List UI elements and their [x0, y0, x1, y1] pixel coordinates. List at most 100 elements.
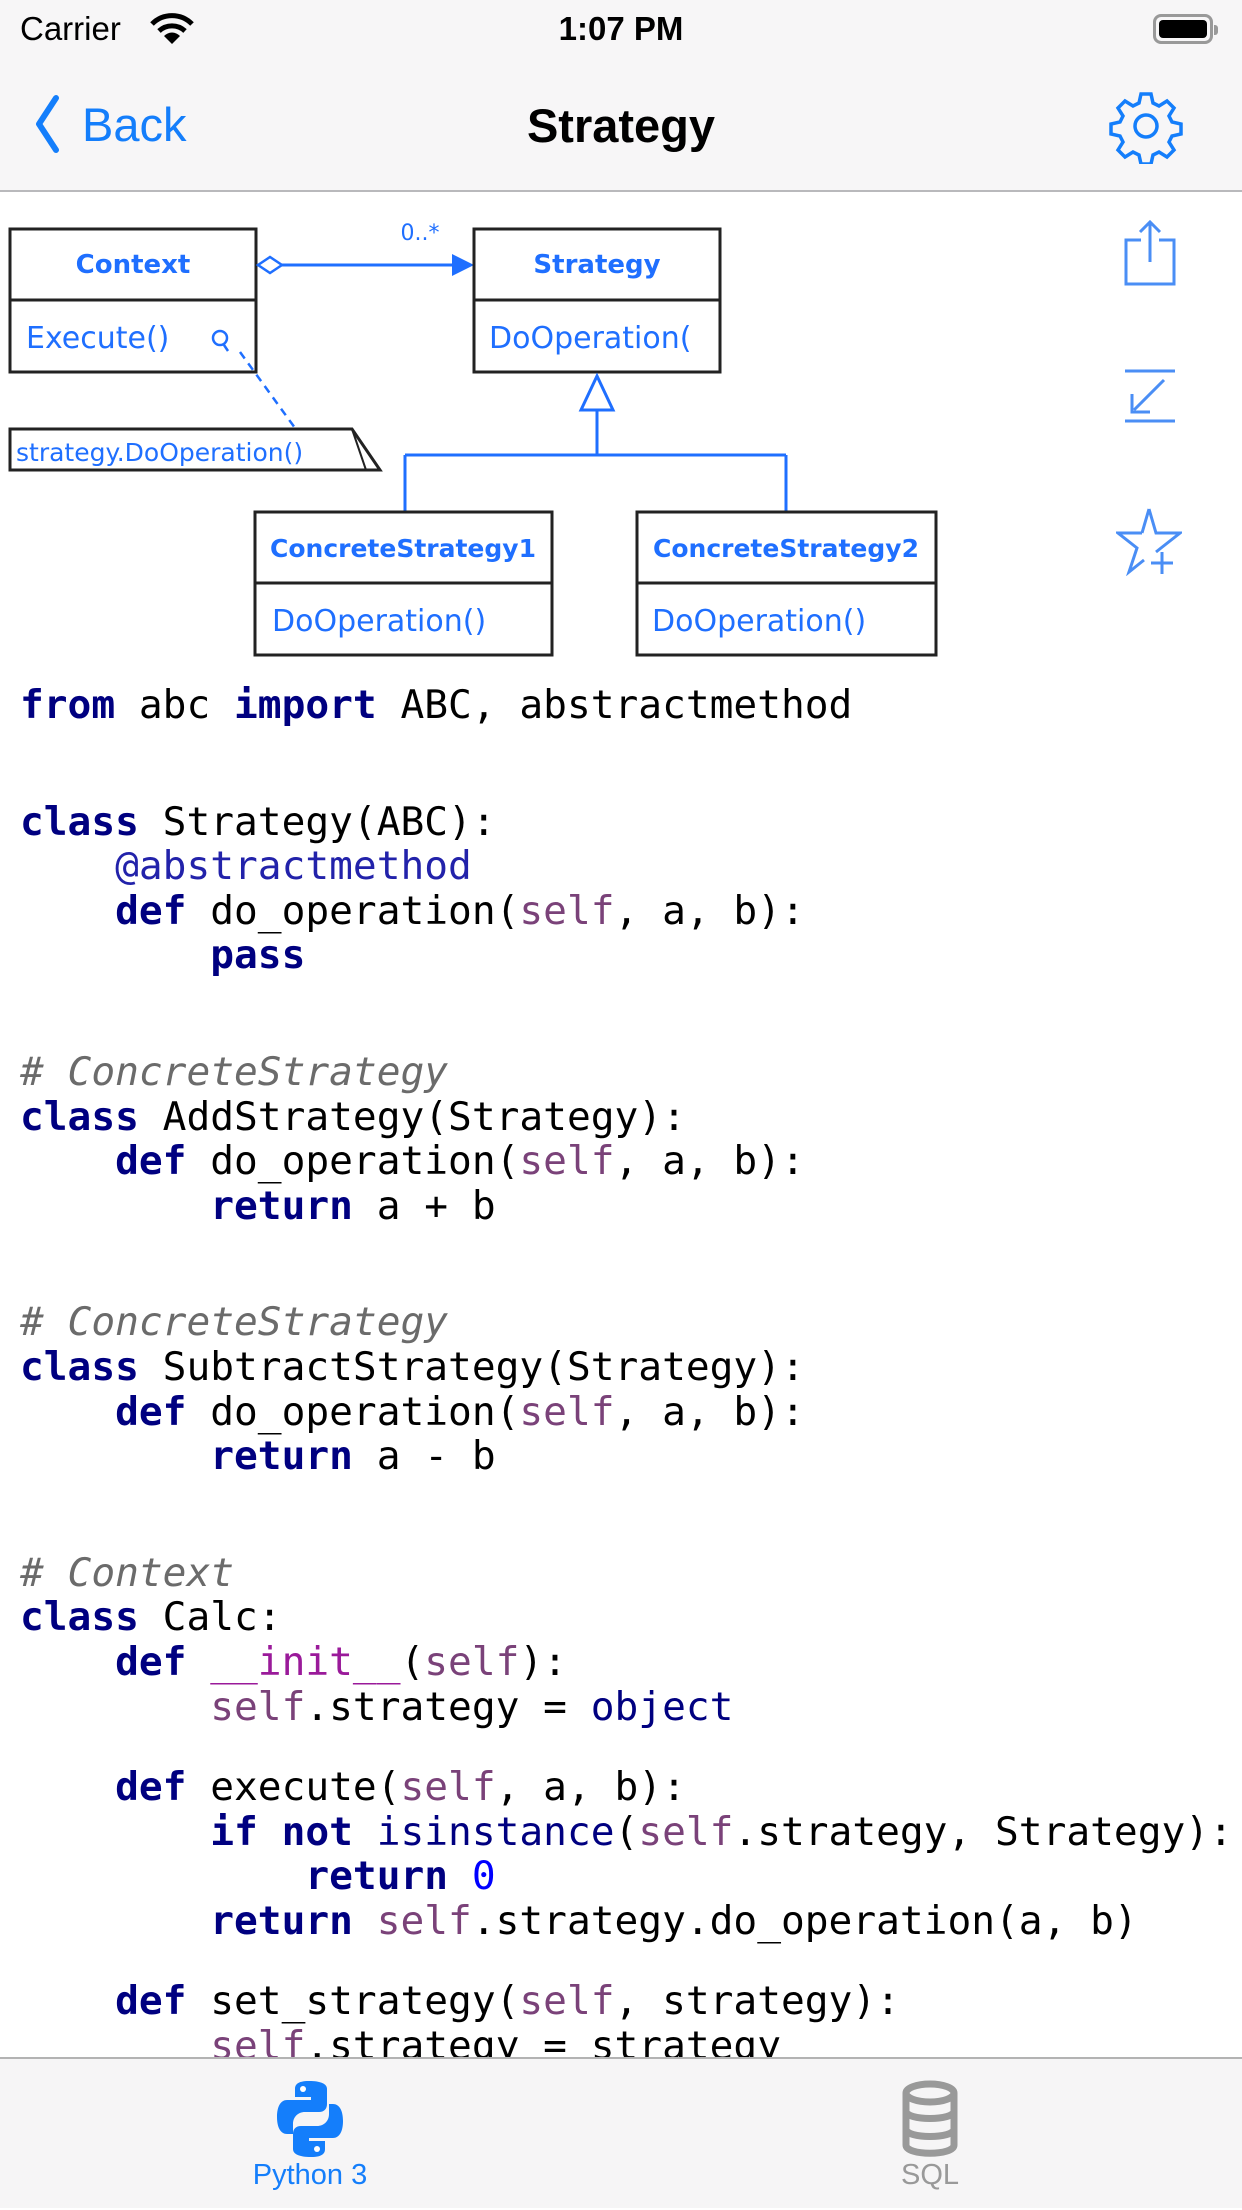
code-token: import — [234, 682, 377, 728]
blank-line — [20, 1014, 1233, 1050]
concrete-strategy-1-class: ConcreteStrategy1 DoOperation() — [253, 510, 554, 657]
code-token: 0 — [471, 1853, 496, 1900]
blank-line — [20, 1515, 1233, 1551]
blank-line — [20, 1228, 1233, 1264]
blank-line — [20, 728, 1233, 764]
code-token — [20, 1978, 115, 2024]
code-token — [353, 1898, 377, 1944]
code-token: abc — [115, 682, 235, 728]
multiplicity-label: 0..* — [401, 221, 440, 246]
tab-bar: Python 3 SQL — [0, 2057, 1242, 2208]
code-token: def — [115, 887, 187, 934]
code-line: from abc import ABC, abstractmethod — [20, 683, 1233, 728]
code-token: __init__ — [210, 1638, 401, 1685]
code-token: do_operation( — [186, 887, 520, 934]
code-token: Calc: — [138, 1594, 282, 1641]
strategy-method: DoOperation( — [489, 321, 691, 356]
code-token: self — [519, 1138, 615, 1185]
code-token: SubtractStrategy(Strategy): — [138, 1343, 805, 1390]
back-label: Back — [82, 97, 187, 151]
status-bar: Carrier 1:07 PM — [0, 0, 1242, 60]
tab-sql[interactable]: SQL — [780, 2059, 1080, 2210]
battery-icon — [1153, 14, 1218, 44]
blank-line — [20, 1943, 1233, 1979]
code-line: class AddStrategy(Strategy): — [20, 1093, 1233, 1140]
code-token: class — [20, 1343, 139, 1390]
code-token — [258, 1809, 282, 1855]
note: strategy.DoOperation() — [8, 427, 383, 472]
code-token: , a, b): — [614, 1388, 805, 1435]
share-icon[interactable] — [1120, 218, 1180, 288]
code-line: class Strategy(ABC): — [20, 798, 1233, 845]
code-token — [20, 1389, 115, 1435]
code-token: # Context — [20, 1549, 235, 1596]
code-token: def — [115, 1764, 187, 1811]
code-token: return — [305, 1853, 449, 1900]
code-token: from — [20, 682, 116, 728]
code-token: # ConcreteStrategy — [20, 1048, 449, 1095]
code-token: self — [519, 887, 615, 934]
code-line: if not isinstance(self.strategy, Strateg… — [20, 1808, 1233, 1855]
context-method: Execute() — [26, 321, 169, 356]
code-line: @abstractmethod — [20, 844, 1233, 889]
add-favorite-icon[interactable] — [1116, 506, 1182, 576]
chevron-left-icon — [36, 95, 59, 153]
code-token: do_operation( — [186, 1138, 520, 1185]
navigation-bar: Back Strategy — [0, 60, 1242, 192]
code-token: do_operation( — [186, 1388, 520, 1435]
code-line: def execute(self, a, b): — [20, 1765, 1233, 1810]
code-token — [20, 932, 210, 978]
aggregation-arrow: 0..* — [255, 221, 474, 276]
page-title: Strategy — [526, 99, 716, 152]
code-line: def do_operation(self, a, b): — [20, 887, 1233, 934]
code-line: return a + b — [20, 1182, 1233, 1229]
code-token: self — [519, 1978, 615, 2025]
code-line: class SubtractStrategy(Strategy): — [20, 1345, 1233, 1390]
code-token: self — [210, 1683, 306, 1730]
inheritance-lines — [403, 372, 788, 512]
code-token: return — [210, 1433, 353, 1480]
code-token: .strategy = — [305, 1683, 591, 1730]
code-token — [20, 888, 115, 934]
code-line: class Calc: — [20, 1595, 1233, 1640]
tab-label: SQL — [900, 2159, 960, 2191]
concrete1-method: DoOperation() — [272, 604, 486, 639]
code-token: , a, b): — [495, 1764, 686, 1811]
code-token: class — [20, 1093, 139, 1140]
note-anchor — [211, 329, 229, 347]
download-icon[interactable] — [1120, 368, 1180, 424]
code-token: , a, b): — [614, 1138, 805, 1185]
code-token: self — [638, 1808, 734, 1855]
code-line: pass — [20, 933, 1233, 978]
code-line: return 0 — [20, 1854, 1233, 1899]
code-token — [448, 1853, 472, 1899]
code-token: ( — [400, 1638, 425, 1685]
concrete2-name: ConcreteStrategy2 — [653, 534, 919, 563]
code-token: a + b — [352, 1182, 496, 1229]
code-token: pass — [210, 932, 306, 979]
code-token — [20, 1639, 115, 1685]
note-text: strategy.DoOperation() — [16, 438, 303, 467]
code-token: # ConcreteStrategy — [20, 1299, 449, 1346]
code-token: return — [210, 1897, 353, 1944]
concrete1-name: ConcreteStrategy1 — [270, 534, 536, 563]
code-token — [20, 1684, 210, 1730]
back-button[interactable]: Back — [34, 94, 187, 154]
code-line: return a - b — [20, 1434, 1233, 1479]
code-token: self — [519, 1388, 615, 1435]
code-token: class — [20, 798, 139, 845]
strategy-name: Strategy — [533, 250, 660, 280]
tab-python-3[interactable]: Python 3 — [160, 2059, 460, 2210]
gear-icon[interactable] — [1108, 88, 1184, 164]
code-token — [20, 1433, 210, 1479]
uml-diagram: Context Execute() 0..* Strategy DoOperat… — [8, 221, 938, 657]
blank-line — [20, 764, 1233, 800]
carrier-label: Carrier — [20, 10, 121, 47]
code-line: # ConcreteStrategy — [20, 1300, 1233, 1345]
concrete2-method: DoOperation() — [652, 604, 866, 639]
code-token — [20, 1853, 305, 1899]
blank-line — [20, 1264, 1233, 1300]
code-token — [20, 1764, 115, 1810]
code-token: def — [115, 1638, 187, 1685]
code-token: , strategy): — [614, 1978, 900, 2025]
